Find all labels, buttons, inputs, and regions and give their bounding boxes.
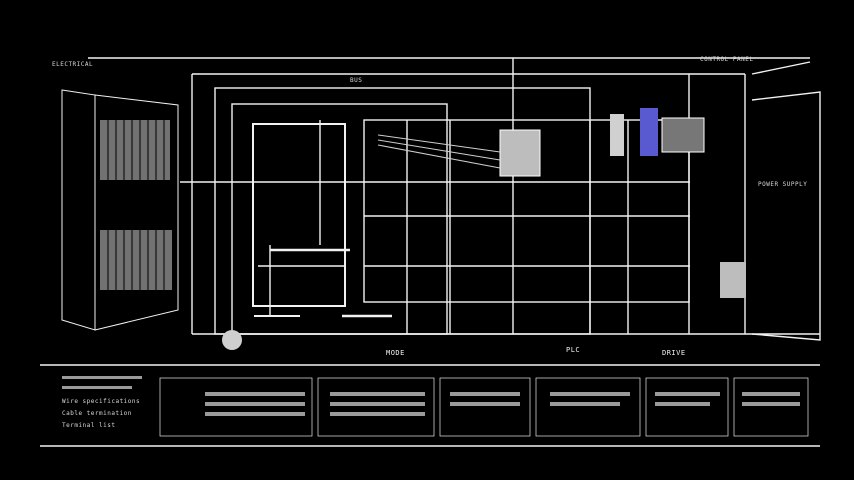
motor-controller [720,262,746,298]
legend-note-2: Cable termination [62,410,132,417]
cabinet-roof [751,61,811,75]
breaker-separators [107,120,165,290]
drive-label: DRIVE [662,349,686,357]
inner-frame-2 [231,103,448,335]
table-5 [645,377,729,437]
title-block-tables [159,377,809,437]
table-6 [733,377,809,437]
plc-label: PLC [566,346,581,354]
contactor-block [661,117,705,153]
title-left-label: ELECTRICAL [52,61,94,68]
title-right-label: CONTROL PANEL [700,56,754,63]
left-cabinet [61,89,179,331]
devices [222,108,746,350]
table-3 [439,377,531,437]
cabinet-door [61,89,96,331]
relay-module [499,129,541,177]
right-cabinet [751,91,821,341]
main-wiring [40,57,821,447]
side-label-right: POWER SUPPLY [758,181,808,188]
legend-note-1: Wire specifications [62,398,141,405]
cable-bundle [377,134,501,153]
table-2 [317,377,435,437]
table-1 [159,377,313,437]
table-4 [535,377,641,437]
power-supply-unit [610,114,624,156]
motor-symbol [222,330,242,350]
legend-note-3: Terminal list [62,422,116,429]
drive-unit [640,108,658,156]
title-top-label: BUS [350,77,363,84]
breaker-row-top [100,120,172,290]
mode-label: MODE [386,349,405,357]
cabinet-body [94,94,179,331]
table-cell-marks [62,376,800,416]
controller-frame [252,123,346,307]
